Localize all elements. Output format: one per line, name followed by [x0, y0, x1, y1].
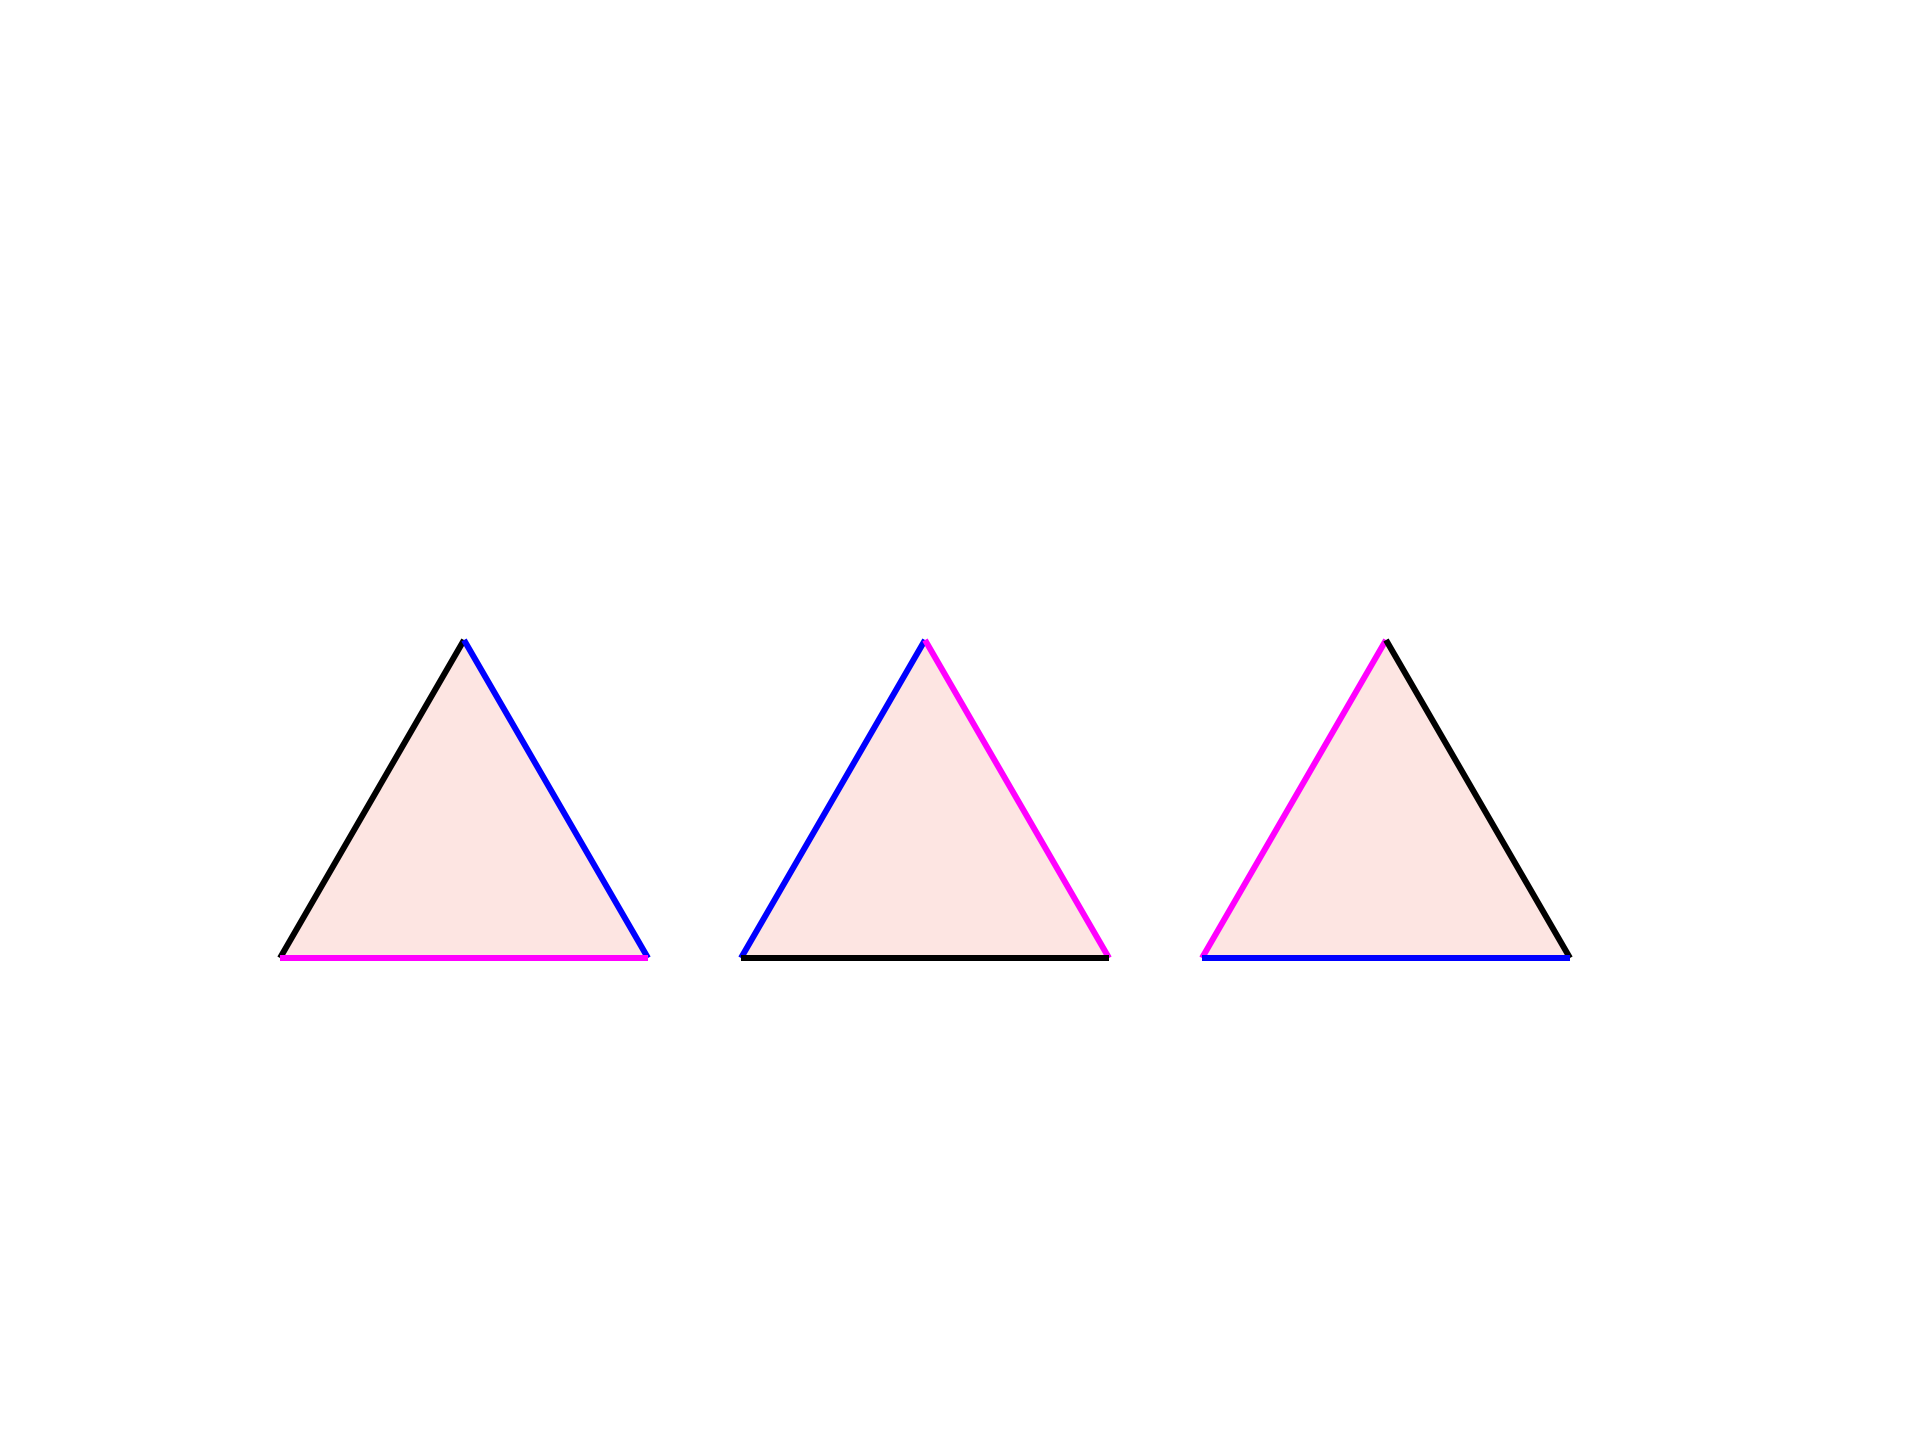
triangle-3 — [1199, 638, 1573, 961]
triangle-1-left-edge — [277, 638, 467, 960]
triangle-2-right-edge — [922, 638, 1112, 960]
triangle-2 — [738, 638, 1112, 961]
triangle-3-right-edge — [1383, 638, 1573, 960]
triangle-1-right-edge — [461, 638, 651, 960]
triangle-2-left-edge — [738, 638, 928, 960]
triangle-2-fill — [741, 640, 1109, 958]
triangles-group — [277, 638, 1573, 961]
triangle-1-fill — [280, 640, 648, 958]
triangle-1 — [277, 638, 651, 961]
triangle-3-left-edge — [1199, 638, 1389, 960]
triangle-3-fill — [1202, 640, 1570, 958]
